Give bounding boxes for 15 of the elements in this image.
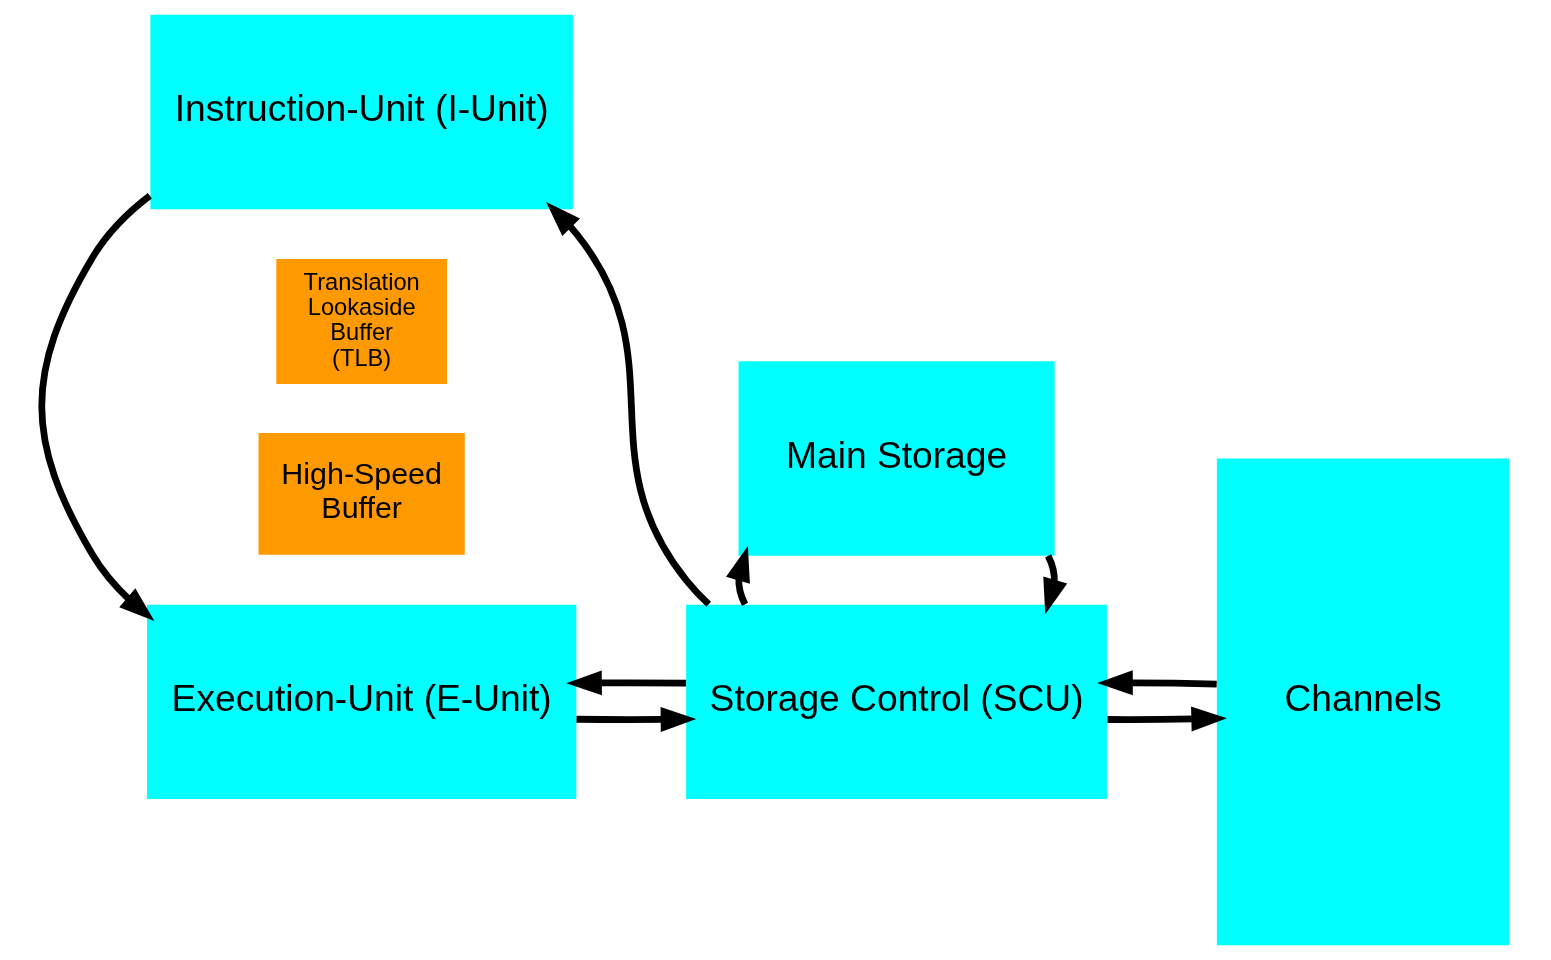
arrow	[1043, 554, 1068, 615]
node-box: Channels	[1216, 458, 1510, 946]
arrow	[1097, 670, 1217, 696]
arrow	[1107, 706, 1227, 732]
node-box: Instruction-Unit (I-Unit)	[150, 14, 573, 210]
node-box: High-Speed Buffer	[258, 433, 465, 555]
node-box: Translation Lookaside Buffer (TLB)	[276, 259, 447, 385]
arrow	[726, 546, 750, 606]
arrow	[546, 202, 711, 607]
node-box: Execution-Unit (E-Unit)	[147, 604, 577, 799]
node-box: Storage Control (SCU)	[686, 604, 1107, 799]
arrow	[38, 193, 155, 621]
node-box: Main Storage	[738, 361, 1055, 556]
arrow	[566, 670, 687, 696]
arrow	[576, 707, 697, 732]
